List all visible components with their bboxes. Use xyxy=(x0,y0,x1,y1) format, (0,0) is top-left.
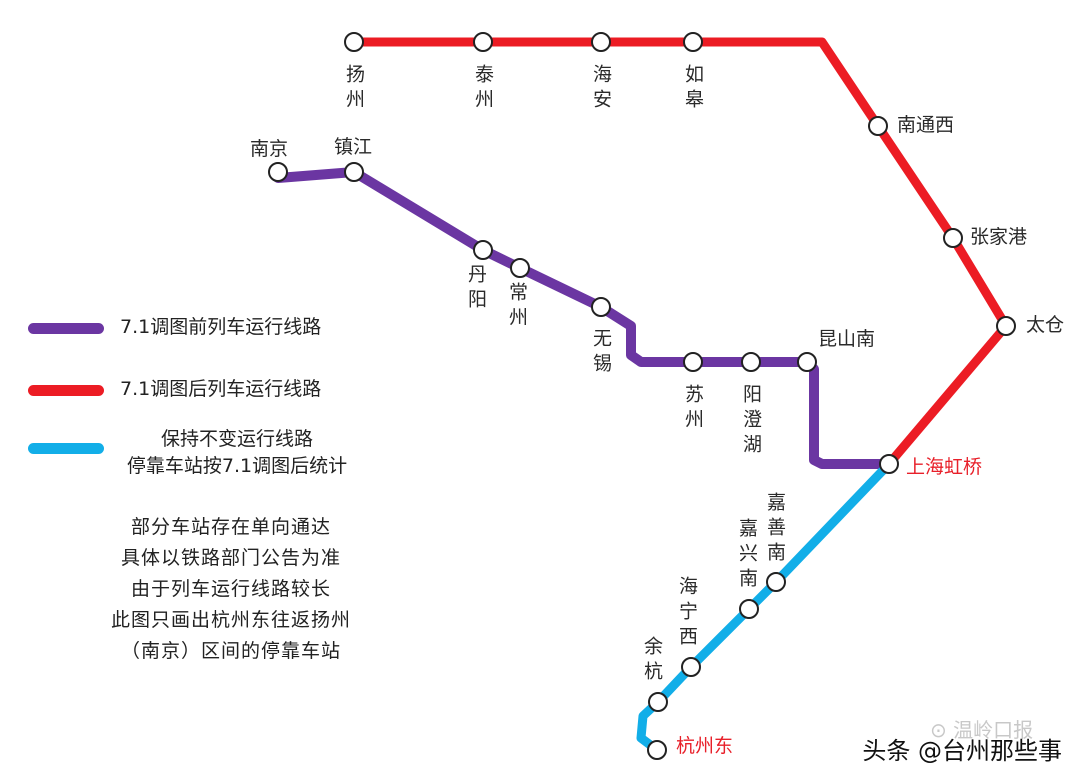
station-suzhou xyxy=(683,352,703,372)
station-zhangjiagang xyxy=(943,228,963,248)
faint-watermark: ⊙ 温岭口报 xyxy=(930,718,1034,742)
label-yangchenghu: 阳澄湖 xyxy=(740,384,762,459)
purple-route-line xyxy=(273,167,894,469)
station-yangzhou xyxy=(344,32,364,52)
legend-blue xyxy=(28,442,104,454)
watermark: 头条 @台州那些事 xyxy=(862,737,1062,765)
station-kunshannan xyxy=(797,352,817,372)
label-hangzhoudong: 杭州东 xyxy=(676,735,734,757)
station-changzhou xyxy=(510,258,530,278)
note-line: 部分车站存在单向通达 xyxy=(130,516,331,538)
label-taizhou: 泰州 xyxy=(472,64,494,114)
label-taicang: 太仓 xyxy=(1026,314,1065,336)
note-line: 此图只画出杭州东往返扬州 xyxy=(110,609,351,631)
legend-red-label: 7.1调图后列车运行线路 xyxy=(120,378,322,400)
station-danyang xyxy=(473,240,493,260)
legend-purple xyxy=(28,322,104,334)
station-haian xyxy=(591,32,611,52)
station-rugao xyxy=(683,32,703,52)
label-hainingxi: 海宁西 xyxy=(676,576,698,651)
legend-blue-label-1: 保持不变运行线路 xyxy=(160,428,313,450)
station-wuxi xyxy=(591,297,611,317)
station-shanghaihongqiao xyxy=(879,454,899,474)
station-yuhang xyxy=(648,692,668,712)
note-line: （南京）区间的停靠车站 xyxy=(120,640,341,662)
label-wuxi: 无锡 xyxy=(590,328,612,378)
label-nanjing: 南京 xyxy=(250,138,289,160)
legend-purple-label: 7.1调图前列车运行线路 xyxy=(120,316,322,338)
station-nanjing xyxy=(268,162,288,182)
label-danyang: 丹阳 xyxy=(465,264,487,314)
note-line: 具体以铁路部门公告为准 xyxy=(120,547,341,569)
label-zhangjiagang: 张家港 xyxy=(970,226,1028,248)
legend-blue-swatch xyxy=(28,442,104,454)
station-nantongxi xyxy=(868,116,888,136)
station-zhenjiang xyxy=(344,162,364,182)
label-rugao: 如皋 xyxy=(682,64,704,114)
label-shanghaihongqiao: 上海虹桥 xyxy=(906,456,983,478)
station-taicang xyxy=(996,316,1016,336)
label-zhenjiang: 镇江 xyxy=(334,136,373,158)
label-yangzhou: 扬州 xyxy=(343,64,365,114)
label-jiaxingnan: 嘉兴南 xyxy=(736,518,758,593)
label-kunshannan: 昆山南 xyxy=(818,328,876,350)
legend-red-swatch xyxy=(28,384,104,396)
red-route-line xyxy=(349,37,1011,469)
station-taizhou xyxy=(473,32,493,52)
label-nantongxi: 南通西 xyxy=(897,114,955,136)
legend-blue-label-2: 停靠车站按7.1调图后统计 xyxy=(126,455,348,477)
label-changzhou: 常州 xyxy=(506,282,528,332)
station-jiaxingnan xyxy=(739,599,759,619)
label-suzhou: 苏州 xyxy=(682,384,704,434)
station-jiashannan xyxy=(766,572,786,592)
label-yuhang: 余杭 xyxy=(641,636,663,686)
station-hangzhoudong xyxy=(647,740,667,760)
note-line: 由于列车运行线路较长 xyxy=(130,578,331,600)
legend-red xyxy=(28,384,104,396)
station-yangchenghu xyxy=(741,352,761,372)
label-jiashannan: 嘉善南 xyxy=(764,492,786,567)
notes: 部分车站存在单向通达 具体以铁路部门公告为准 由于列车运行线路较长 此图只画出杭… xyxy=(76,512,386,667)
label-haian: 海安 xyxy=(590,64,612,114)
station-markers xyxy=(268,32,1016,760)
legend-purple-swatch xyxy=(28,322,104,334)
station-hainingxi xyxy=(681,657,701,677)
